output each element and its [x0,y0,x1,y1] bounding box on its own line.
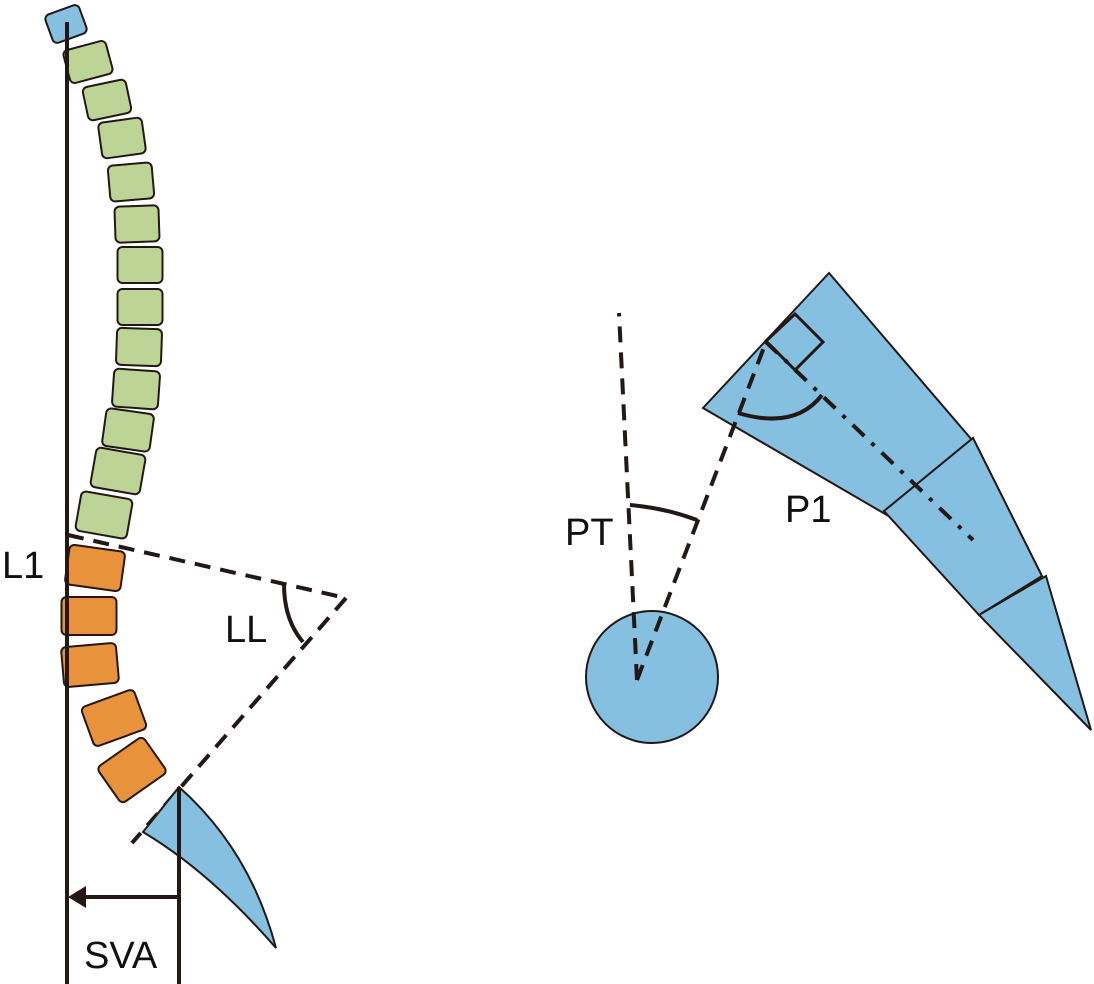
spine-vertebrae [44,4,167,804]
vertical-reference-line [617,312,639,681]
pelvis-sacrum-segment-2 [882,436,1044,617]
thoracic-vertebra [62,40,114,84]
thoracic-vertebra [111,367,161,411]
lumbar-vertebra [60,642,120,688]
pi-angle-arc [737,393,824,421]
sacrum [141,785,277,949]
lumbar-vertebra [97,736,167,804]
lumbar-vertebra [64,543,126,593]
l1-endplate-line [67,533,347,600]
thoracic-vertebra [101,407,155,453]
thoracic-vertebra [74,490,134,540]
pelvis-sacrum-segment-3 [977,574,1092,731]
sva-arrow-head [68,886,86,908]
thoracic-vertebra [115,326,163,368]
label-p1: P1 [785,489,831,531]
label-l1: L1 [2,545,44,587]
ll-angle-arc [282,583,305,644]
femoral-to-s1-line [635,341,768,681]
label-sva: SVA [84,935,158,977]
s1-perpendicular-line [764,340,975,542]
thoracic-vertebra [89,446,147,496]
femoral-head [585,610,719,744]
thoracic-vertebra [97,116,147,160]
thoracic-vertebra [81,78,133,122]
lumbar-vertebra [60,596,118,636]
lumbar-vertebra [80,689,148,747]
pt-angle-arc [629,503,698,522]
label-pt: PT [565,512,614,554]
thoracic-vertebra [113,204,161,244]
label-ll: LL [225,609,267,651]
thoracic-vertebra [106,161,156,203]
thoracic-vertebra [116,288,164,326]
thoracic-vertebra [116,246,164,284]
